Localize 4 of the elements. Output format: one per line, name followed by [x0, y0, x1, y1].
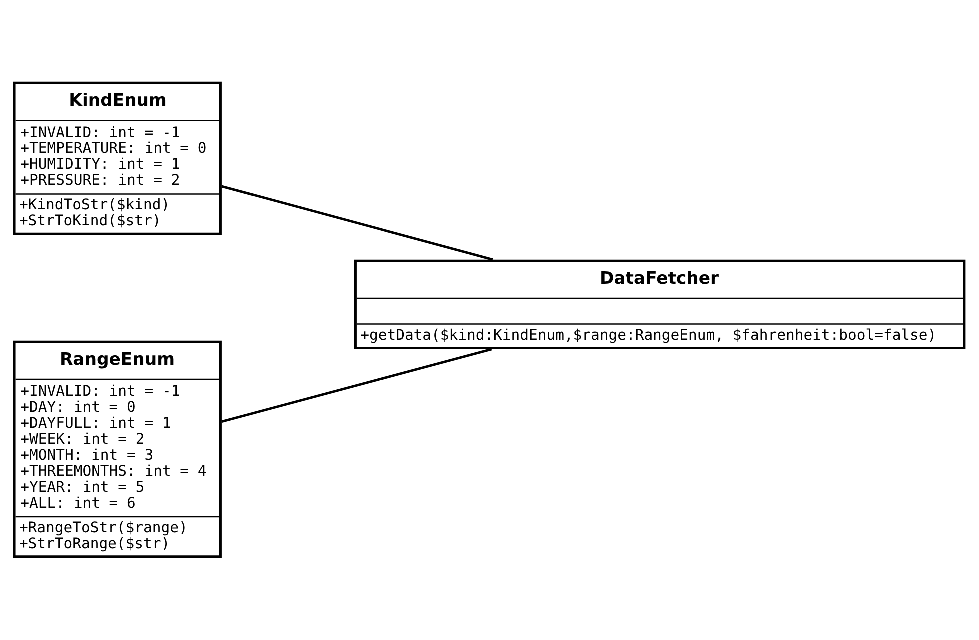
connector: [222, 185, 494, 261]
node-box: KindEnum +INVALID: int = -1 +TEMPERATURE: int = 0 +HUMIDITY: int = 1 +PRESSURE: int = 2 +KindToStr($kind) +StrToKind($str): [13, 82, 222, 236]
node-box: RangeEnum +INVALID: int = -1 +DAY: int = 0 +DAYFULL: int = 1 +WEEK: int = 2 +MONTH: int = 3 +THREEMONTHS: int = 4 +YEAR: int = 5 +ALL: int = 6 +RangeToStr($range) +StrToRange($str): [13, 340, 222, 558]
connector: [222, 348, 492, 423]
